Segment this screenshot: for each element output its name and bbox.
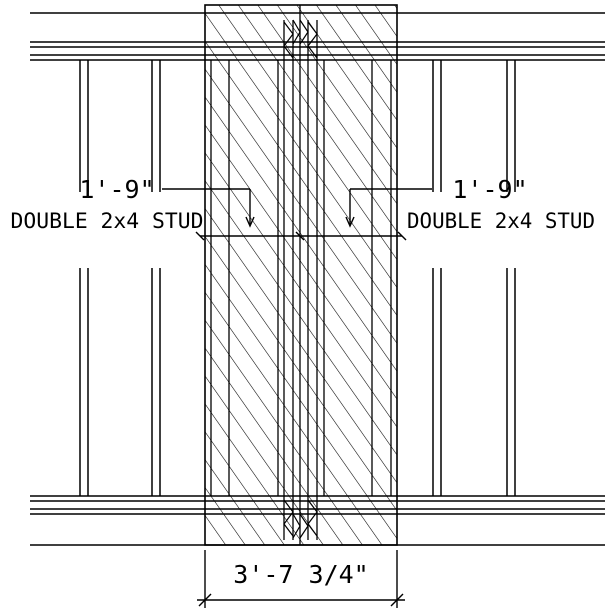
left-studs	[79, 60, 161, 496]
center-reference-line	[195, 231, 407, 241]
center-wall-column	[204, 4, 398, 546]
left-dimension-label: 1'-9"	[79, 175, 154, 204]
top-gap-detail	[283, 19, 318, 59]
right-leader	[345, 188, 432, 228]
bottom-gap-detail	[283, 499, 318, 539]
bottom-dimension-label: 3'-7 3/4"	[233, 560, 368, 589]
left-note-label: DOUBLE 2x4 STUD	[11, 209, 204, 233]
right-note-label: DOUBLE 2x4 STUD	[407, 209, 595, 233]
right-studs	[432, 60, 516, 496]
bottom-dimension	[197, 550, 405, 608]
right-dimension-label: 1'-9"	[452, 175, 527, 204]
left-leader	[162, 188, 255, 228]
